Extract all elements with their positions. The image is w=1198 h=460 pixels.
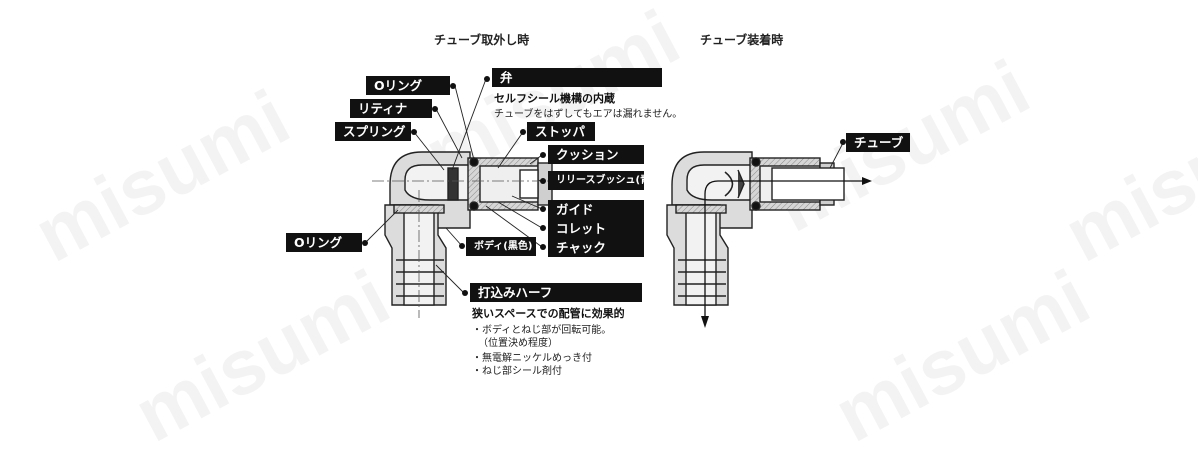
leader-dot — [459, 243, 465, 249]
leader-dot — [450, 83, 456, 89]
right-elbow-fitting — [666, 151, 845, 306]
valve-description-title: セルフシール機構の内蔵 — [494, 92, 615, 105]
leader-dot — [540, 178, 546, 184]
leader-dot — [540, 225, 546, 231]
leader-dot — [540, 152, 546, 158]
leader-dot — [840, 139, 846, 145]
leader-dot — [540, 206, 546, 212]
right-diagram-title: チューブ装着時 — [700, 33, 784, 47]
leader-dot — [411, 129, 417, 135]
left-diagram-title: チューブ取外し時 — [434, 33, 530, 47]
label-body: ボディ(黒色) — [466, 237, 536, 256]
half-fit-description-item: （位置決め程度） — [478, 338, 558, 349]
fitting-cross-section-drawing — [365, 78, 872, 328]
label-o-ring-bottom: Oリング — [286, 233, 362, 252]
leader-dot — [462, 290, 468, 296]
label-half-fit: 打込みハーフ — [470, 283, 642, 302]
leader-dot — [520, 129, 526, 135]
label-spring: スプリング — [335, 122, 411, 141]
left-elbow-fitting — [384, 151, 553, 306]
label-cushion: クッション — [548, 145, 644, 164]
label-tube: チューブ — [846, 133, 910, 152]
label-chuck: チャック — [548, 238, 644, 257]
leader-dot — [362, 240, 368, 246]
leader-dot — [432, 106, 438, 112]
leader-dot — [540, 244, 546, 250]
label-valve: 弁 — [492, 68, 662, 87]
label-release-bush: リリースブッシュ(青色) — [548, 171, 644, 190]
label-stopper: ストッパ — [527, 122, 595, 141]
half-fit-description-item: ・ねじ部シール剤付 — [472, 366, 562, 377]
half-fit-description-title: 狭いスペースでの配管に効果的 — [472, 307, 625, 320]
label-o-ring-top: Oリング — [366, 76, 450, 95]
half-fit-description-item: ・無電解ニッケルめっき付 — [472, 353, 592, 364]
label-collet: コレット — [548, 219, 644, 238]
leader-dot — [484, 76, 490, 82]
label-retainer: リティナ — [350, 99, 432, 118]
half-fit-description-item: ・ボディとねじ部が回転可能。 — [472, 325, 612, 336]
label-guide: ガイド — [548, 200, 644, 219]
valve-description-text: チューブをはずしてもエアは漏れません。 — [494, 109, 683, 120]
